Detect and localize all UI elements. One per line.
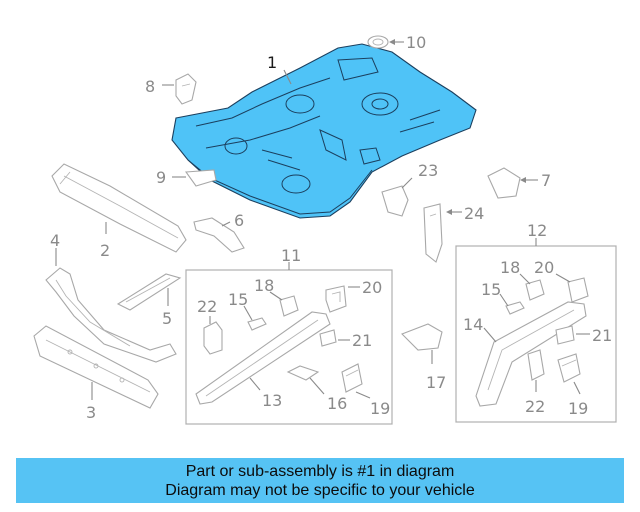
leader-23 — [401, 177, 413, 189]
bracket-part-19-left[interactable] — [341, 363, 363, 393]
callout-22-left[interactable]: 22 — [197, 297, 217, 316]
banner-line-2: Diagram may not be specific to your vehi… — [165, 481, 475, 499]
leader-15b — [499, 293, 509, 307]
callout-7[interactable]: 7 — [541, 171, 551, 190]
callout-12[interactable]: 12 — [527, 221, 547, 240]
callout-14[interactable]: 14 — [463, 315, 483, 334]
leader-18b — [519, 273, 531, 285]
panel-part-22-left[interactable] — [203, 321, 223, 355]
callout-3[interactable]: 3 — [86, 403, 96, 422]
callout-17[interactable]: 17 — [426, 373, 446, 392]
panel-part-22-right[interactable] — [527, 349, 545, 381]
arrow-24 — [446, 209, 452, 215]
callout-23[interactable]: 23 — [418, 161, 438, 180]
callout-8[interactable]: 8 — [145, 77, 155, 96]
floor-pan-part-1[interactable] — [171, 43, 477, 219]
leader-14 — [483, 327, 497, 343]
callout-20-left[interactable]: 20 — [362, 278, 382, 297]
bracket-part-8[interactable] — [175, 73, 197, 105]
leader-13 — [249, 377, 261, 391]
callout-18-left[interactable]: 18 — [254, 276, 274, 295]
callout-1[interactable]: 1 — [267, 53, 277, 72]
callout-6[interactable]: 6 — [234, 211, 244, 230]
callout-19-left[interactable]: 19 — [370, 399, 390, 418]
leader-20b — [555, 273, 571, 283]
callout-24[interactable]: 24 — [464, 204, 484, 223]
callout-9[interactable]: 9 — [156, 168, 166, 187]
bracket-part-17[interactable] — [401, 323, 443, 351]
callout-2[interactable]: 2 — [100, 241, 110, 260]
bracket-part-7[interactable] — [487, 167, 521, 199]
plate-part-21-left[interactable] — [319, 329, 337, 347]
brace-part-5[interactable] — [116, 273, 182, 311]
leader-19a — [355, 391, 371, 399]
bracket-part-19-right[interactable] — [557, 353, 581, 383]
callout-11[interactable]: 11 — [281, 246, 301, 265]
callout-10[interactable]: 10 — [406, 33, 426, 52]
side-rail-part-2[interactable] — [51, 163, 187, 253]
leader-6 — [221, 221, 231, 227]
arrow-10 — [389, 39, 395, 45]
callout-16[interactable]: 16 — [327, 394, 347, 413]
rail-part-13[interactable] — [195, 311, 331, 405]
bracket-part-18-right[interactable] — [525, 279, 545, 301]
leader-15a — [243, 305, 253, 321]
leader-1 — [283, 69, 292, 85]
callout-21-right[interactable]: 21 — [592, 326, 612, 345]
bracket-part-16[interactable] — [286, 365, 320, 381]
clip-part-15-right[interactable] — [505, 301, 525, 315]
grommet-part-10[interactable] — [367, 35, 389, 49]
bracket-part-9[interactable] — [184, 169, 217, 187]
bracket-part-18-left[interactable] — [279, 295, 299, 317]
bracket-part-20-left[interactable] — [325, 285, 347, 313]
bracket-part-24[interactable] — [423, 203, 443, 263]
arrow-7 — [520, 177, 526, 183]
bracket-part-20-right[interactable] — [567, 277, 589, 303]
leader-18a — [269, 291, 283, 301]
clip-part-15-left[interactable] — [247, 317, 267, 331]
callout-15-left[interactable]: 15 — [228, 290, 248, 309]
callout-4[interactable]: 4 — [50, 231, 60, 250]
callout-13[interactable]: 13 — [262, 391, 282, 410]
rail-part-14[interactable] — [475, 301, 587, 407]
leader-16 — [309, 377, 325, 395]
banner-line-1: Part or sub-assembly is #1 in diagram — [185, 462, 455, 480]
callout-22-right[interactable]: 22 — [525, 397, 545, 416]
disclaimer-banner: Part or sub-assembly is #1 in diagram Di… — [16, 458, 624, 503]
reinforcement-part-6[interactable] — [193, 217, 245, 253]
callout-20-right[interactable]: 20 — [534, 258, 554, 277]
leader-19b — [573, 381, 581, 395]
cross-member-part-3[interactable] — [33, 325, 159, 409]
callout-5[interactable]: 5 — [162, 309, 172, 328]
side-member-part-4[interactable] — [45, 267, 177, 363]
plate-part-21-right[interactable] — [555, 325, 575, 345]
callout-21-left[interactable]: 21 — [352, 331, 372, 350]
callout-18-right[interactable]: 18 — [500, 258, 520, 277]
bracket-part-23[interactable] — [381, 185, 409, 217]
callout-19-right[interactable]: 19 — [568, 399, 588, 418]
callout-15-right[interactable]: 15 — [481, 280, 501, 299]
